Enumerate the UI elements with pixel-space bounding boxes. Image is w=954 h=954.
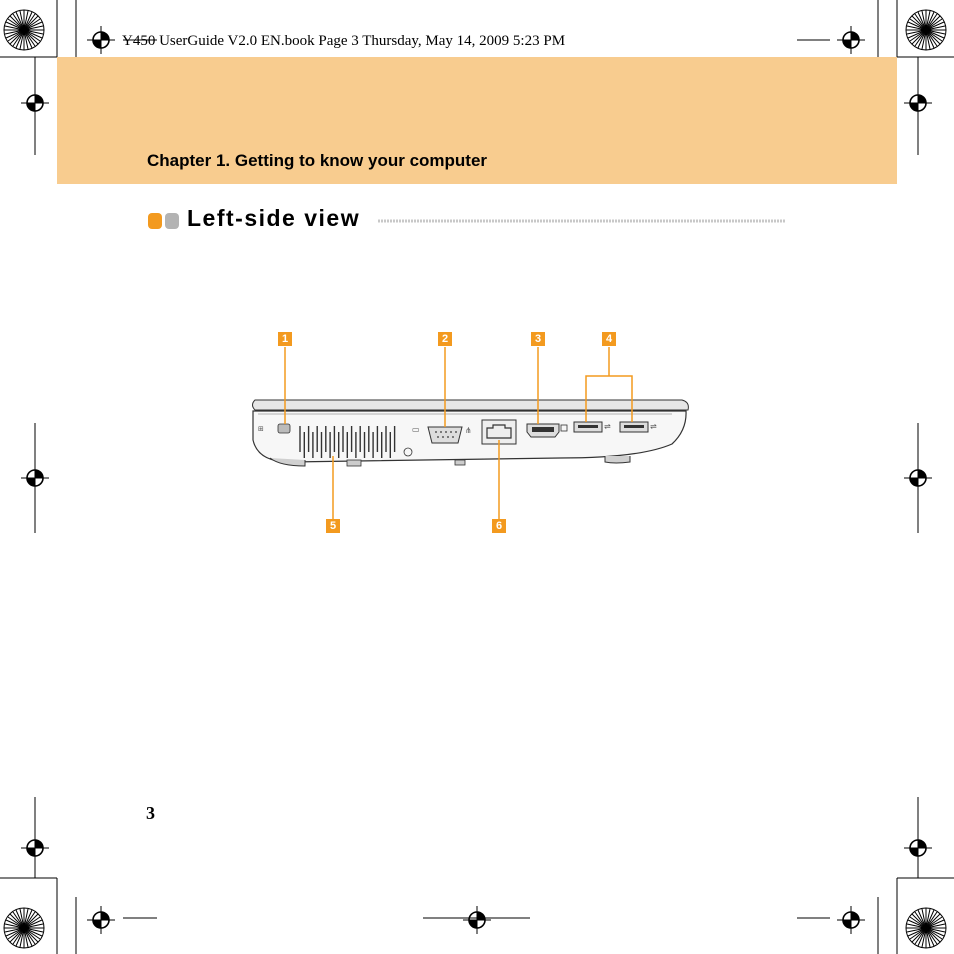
callout-badge-3: 3 <box>531 332 545 346</box>
orange-bullet-icon <box>148 213 162 229</box>
callout-badge-6: 6 <box>492 519 506 533</box>
svg-text:▭: ▭ <box>412 425 420 434</box>
callout-badge-1: 1 <box>278 332 292 346</box>
kensington-slot-icon <box>277 423 291 434</box>
section-title: Left-side view <box>187 205 361 231</box>
chapter-header-band <box>57 57 897 184</box>
svg-text:⋔: ⋔ <box>465 426 472 435</box>
callout-badge-2: 2 <box>438 332 452 346</box>
book-info-header: Y450 UserGuide V2.0 EN.book Page 3 Thurs… <box>122 33 566 49</box>
svg-text:⊞: ⊞ <box>258 425 264 433</box>
vga-port-icon <box>427 426 463 444</box>
chapter-title: Chapter 1. Getting to know your computer <box>147 151 488 170</box>
callout-badge-4: 4 <box>602 332 616 346</box>
callout-badge-5: 5 <box>326 519 340 533</box>
page-number: 3 <box>146 803 155 823</box>
svg-text:⇌: ⇌ <box>650 422 657 431</box>
fan-louvers-icon <box>299 426 396 458</box>
callout-leader-lines <box>284 347 633 519</box>
gray-bullet-icon <box>165 213 179 229</box>
svg-text:⇌: ⇌ <box>604 422 611 431</box>
